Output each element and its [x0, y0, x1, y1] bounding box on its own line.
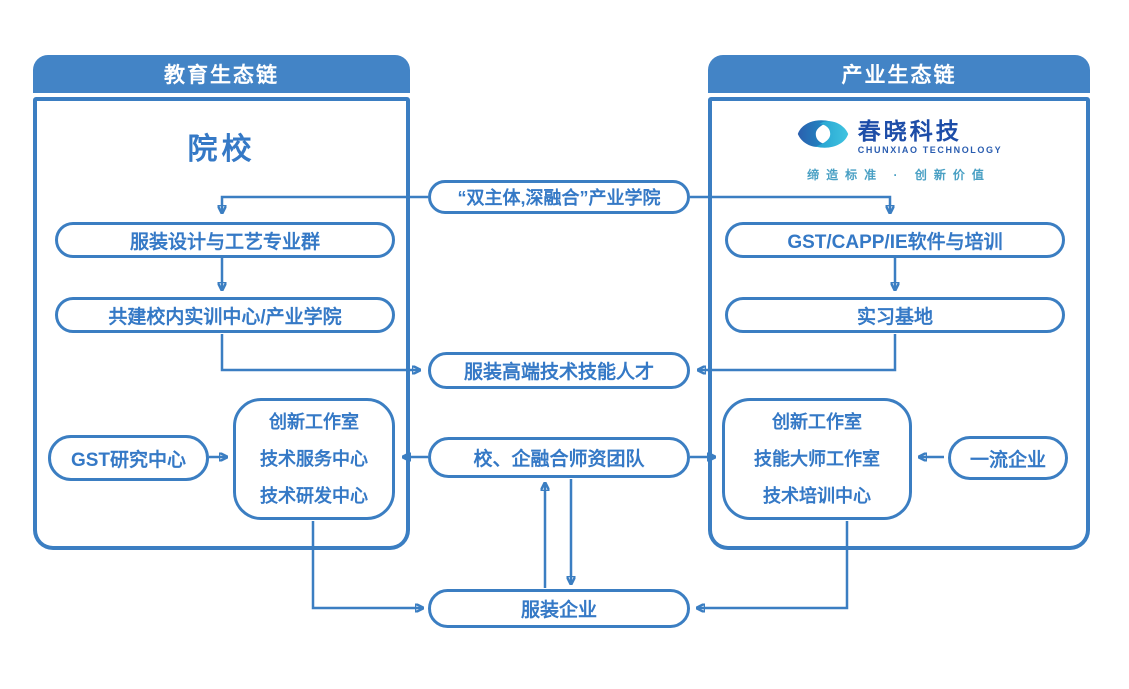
node-software-training: GST/CAPP/IE软件与培训	[725, 222, 1065, 258]
node-major-group: 服装设计与工艺专业群	[55, 222, 395, 258]
chunxiao-logo-icon	[796, 115, 850, 158]
node-gst-research: GST研究中心	[48, 435, 209, 481]
right-centers-line-3: 技术培训中心	[763, 485, 871, 506]
node-right-centers: 创新工作室 技能大师工作室 技术培训中心	[722, 398, 912, 520]
node-internship-base: 实习基地	[725, 297, 1065, 333]
node-talent: 服装高端技术技能人才	[428, 352, 690, 389]
right-centers-line-1: 创新工作室	[772, 411, 862, 432]
node-training-center: 共建校内实训中心/产业学院	[55, 297, 395, 333]
logo-name-en: CHUNXIAO TECHNOLOGY	[857, 145, 1003, 155]
node-top-enterprise: 一流企业	[948, 436, 1068, 480]
education-chain-header: 教育生态链	[33, 55, 410, 93]
left-centers-line-1: 创新工作室	[269, 411, 359, 432]
left-centers-line-3: 技术研发中心	[260, 485, 368, 506]
node-industry-college: “双主体,深融合”产业学院	[428, 180, 690, 214]
logo-name: 春晓科技	[857, 118, 962, 144]
node-left-centers: 创新工作室 技术服务中心 技术研发中心	[233, 398, 395, 520]
left-centers-line-2: 技术服务中心	[260, 448, 368, 469]
chunxiao-logo: 春晓科技 CHUNXIAO TECHNOLOGY 缔造标准 · 创新价值	[708, 115, 1090, 183]
right-centers-line-2: 技能大师工作室	[754, 448, 880, 469]
logo-tagline: 缔造标准 · 创新价值	[807, 168, 991, 182]
node-clothing-enterprise: 服装企业	[428, 589, 690, 628]
colleges-title: 院校	[187, 133, 256, 166]
node-teacher-team: 校、企融合师资团队	[428, 437, 690, 478]
industry-chain-header: 产业生态链	[708, 55, 1090, 93]
